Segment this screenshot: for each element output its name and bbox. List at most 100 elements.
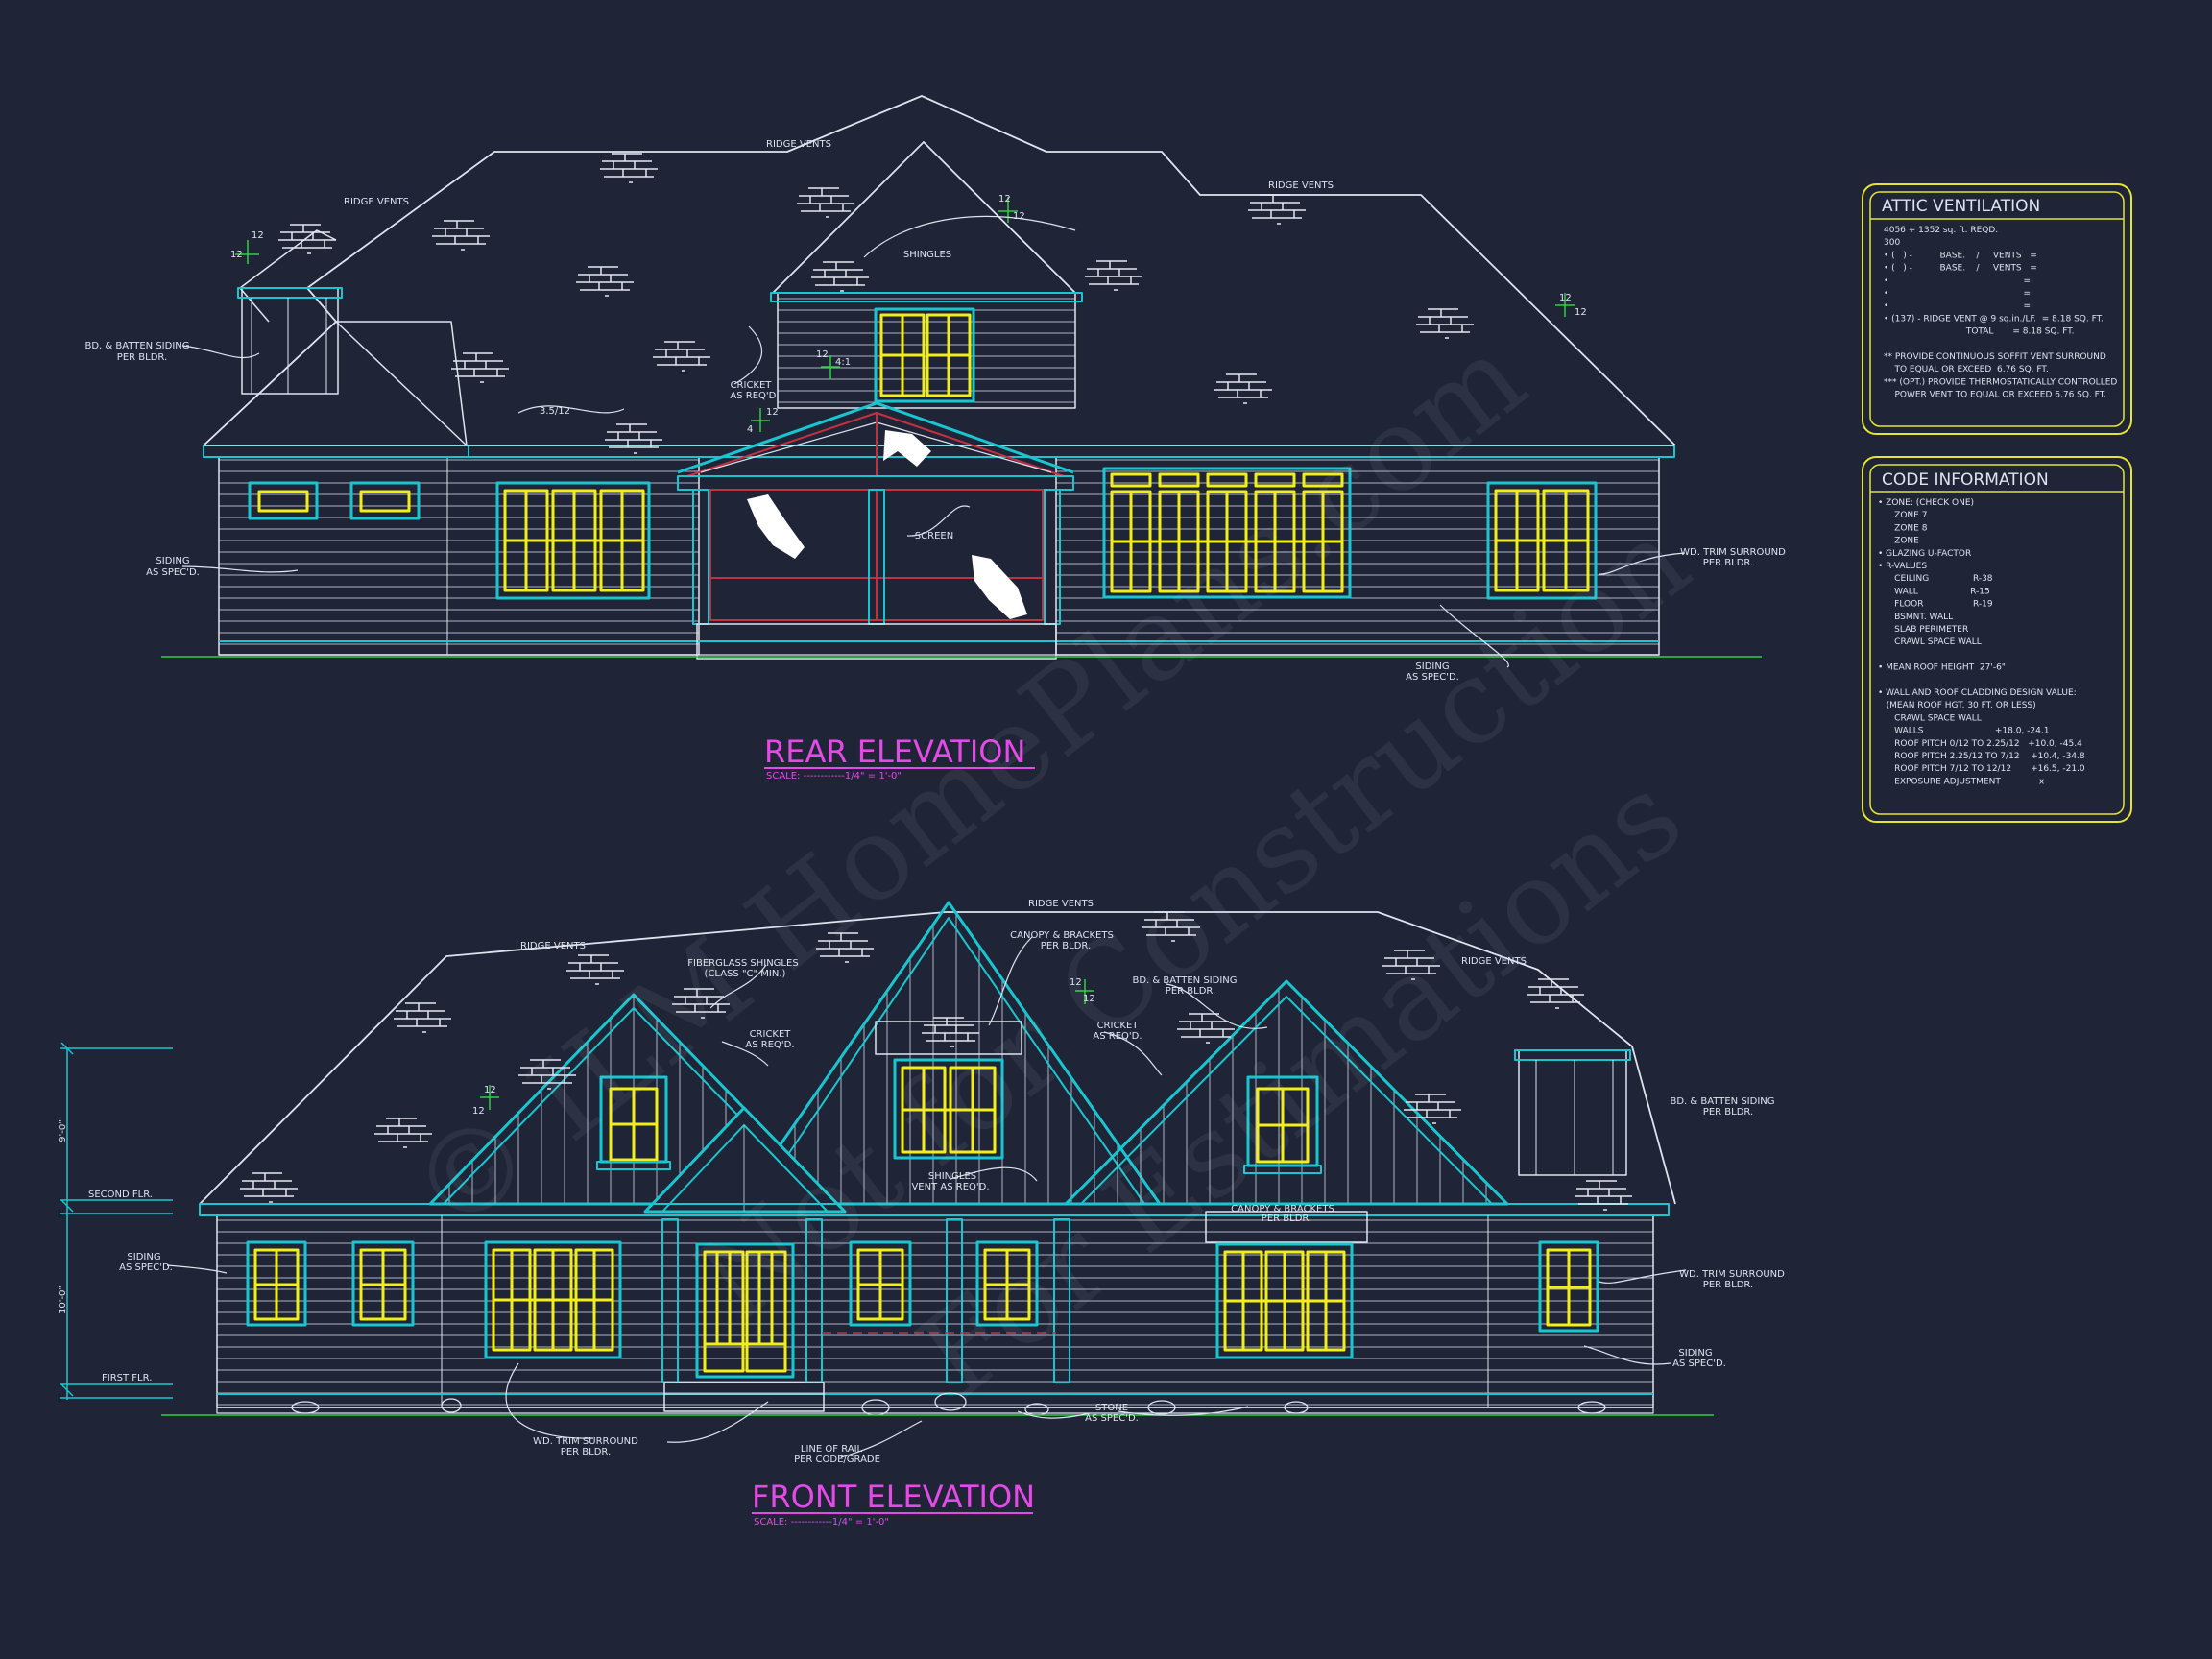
front-label-wd-trim-right-1: WD. TRIM SURROUND [1679,1269,1785,1280]
front-dim-10: 10'-0" [58,1286,68,1314]
attic-line: TO EQUAL OR EXCEED 6.76 SQ. FT. [1884,365,2049,374]
front-label-stone-1: STONE [1095,1403,1128,1413]
rear-window-center [1102,467,1352,599]
rear-pitch-4: 4 [747,424,753,435]
rear-pitch-12-d: 12 [1013,211,1025,222]
front-label-second-flr: SECOND FLR. [88,1190,153,1200]
code-line: • MEAN ROOF HEIGHT 27'-6" [1878,663,2006,673]
front-pitch-12-d: 12 [1083,994,1095,1004]
rear-elevation-scale: SCALE: ------------1/4" = 1'-0" [766,771,902,781]
rear-label-bd-batten-1: BD. & BATTEN SIDING [84,341,189,351]
front-label-canopy-top-1: CANOPY & BRACKETS [1010,930,1114,941]
attic-line: • = [1884,276,2031,286]
front-label-wd-trim-right-2: PER BLDR. [1703,1280,1753,1290]
attic-ventilation-title: ATTIC VENTILATION [1882,197,2040,216]
front-label-siding-right-1: SIDING [1678,1348,1712,1358]
front-label-stone-2: AS SPEC'D. [1085,1413,1139,1424]
rear-small-window-1 [248,481,319,520]
front-pitch-12-c: 12 [1070,977,1082,988]
code-line: CRAWL SPACE WALL [1878,637,1982,647]
front-wall [216,1214,1654,1408]
rear-label-ridge-vents-top: RIDGE VENTS [766,139,831,150]
rear-pitch-12-b: 12 [230,250,243,260]
attic-line: ** PROVIDE CONTINUOUS SOFFIT VENT SURROU… [1884,352,2106,362]
rear-label-cricket-2: AS REQ'D. [730,391,779,401]
attic-line: *** (OPT.) PROVIDE THERMOSTATICALLY CONT… [1884,377,2117,387]
rear-label-wd-trim-1: WD. TRIM SURROUND [1680,547,1786,558]
front-label-ridge-vents-top: RIDGE VENTS [1028,899,1094,909]
attic-line: • (137) - RIDGE VENT @ 9 sq.in./LF. = 8.… [1884,314,2104,324]
attic-line: • = [1884,289,2031,299]
front-label-bd-batten-right-1: BD. & BATTEN SIDING [1670,1096,1774,1107]
rear-pitch-12-f: 12 [1575,307,1587,318]
front-label-cricket-right-2: AS REQ'D. [1093,1031,1142,1042]
front-label-canopy-low-1: CANOPY & BRACKETS [1231,1204,1334,1214]
code-line: WALLS +18.0, -24.1 [1878,727,2049,736]
front-elevation: RIDGE VENTS RIDGE VENTS RIDGE VENTS FIBE… [58,899,1785,1527]
code-line: ZONE 7 [1878,511,1927,520]
front-label-wd-trim-bottom-1: WD. TRIM SURROUND [533,1436,638,1447]
rear-pitch-12-c: 12 [998,194,1011,204]
front-label-ridge-vents-left: RIDGE VENTS [520,941,586,951]
code-line: FLOOR R-19 [1878,600,1993,610]
front-label-cricket-left-2: AS REQ'D. [745,1040,794,1050]
code-line: • ZONE: (CHECK ONE) [1878,498,1974,508]
front-label-shingles-vent-1: SHINGLES [928,1171,976,1182]
rear-label-siding-right-2: AS SPEC'D. [1406,672,1459,683]
rear-label-cricket-1: CRICKET [731,380,773,391]
front-canopy-top [875,1021,1022,1055]
front-chimney [1518,1049,1627,1176]
front-label-cricket-right-1: CRICKET [1097,1021,1140,1031]
code-line: CRAWL SPACE WALL [1878,713,1982,723]
rear-pitch-41: 4:1 [835,357,851,368]
front-label-canopy-low-2: PER BLDR. [1262,1214,1311,1224]
front-label-line-rail-1: LINE OF RAIL [801,1444,863,1455]
rear-pitch-12-g: 12 [816,349,829,360]
code-line: WALL R-15 [1878,587,1990,596]
front-stone-base [216,1407,1654,1414]
front-porch-gable [643,1106,847,1214]
front-pitch-12-b: 12 [472,1106,485,1117]
rear-small-window-2 [349,481,421,520]
code-line: • GLAZING U-FACTOR [1878,549,1971,559]
rear-dormer-window [874,307,975,403]
rear-label-wd-trim-2: PER BLDR. [1703,558,1753,568]
front-label-cricket-left-1: CRICKET [750,1029,792,1040]
front-entry-door [695,1242,795,1379]
rear-wall-left [218,456,700,656]
rear-window-right [1486,481,1598,600]
front-label-ridge-vents-right: RIDGE VENTS [1461,956,1527,967]
code-line: • WALL AND ROOF CLADDING DESIGN VALUE: [1878,688,2077,698]
code-information-panel: CODE INFORMATION • ZONE: (CHECK ONE) ZON… [1862,456,2132,823]
front-gable-window-center [893,1058,1004,1160]
attic-line: 4056 ÷ 1352 sq. ft. REQD. [1884,226,1998,235]
code-line: BSMNT. WALL [1878,613,1953,622]
rear-elevation-title: REAR ELEVATION [764,733,1025,770]
code-line: ROOF PITCH 2.25/12 TO 7/12 +10.4, -34.8 [1878,752,2085,761]
code-line: • R-VALUES [1878,562,1927,571]
front-canopy-low [1205,1211,1368,1243]
rear-label-siding-left-1: SIDING [156,556,189,566]
code-line: SLAB PERIMETER [1878,625,1968,635]
front-label-bd-batten-right-2: PER BLDR. [1703,1107,1753,1118]
rear-label-pitch: 3.5/12 [540,406,570,417]
front-label-fiberglass-2: (CLASS "C" MIN.) [705,969,786,979]
front-label-siding-right-2: AS SPEC'D. [1672,1358,1726,1369]
code-line: ZONE 8 [1878,523,1928,533]
front-label-fiberglass-1: FIBERGLASS SHINGLES [687,958,798,969]
front-label-first-flr: FIRST FLR. [102,1373,152,1383]
attic-line: 300 [1884,238,1900,248]
rear-label-ridge-vents-right: RIDGE VENTS [1268,180,1334,191]
code-line: ROOF PITCH 0/12 TO 2.25/12 +10.0, -45.4 [1878,739,2082,749]
front-label-siding-left-1: SIDING [127,1252,160,1262]
front-elevation-title: FRONT ELEVATION [752,1479,1035,1515]
front-dim-9: 9'-0" [58,1119,68,1142]
front-label-wd-trim-bottom-2: PER BLDR. [561,1447,611,1457]
front-label-siding-left-2: AS SPEC'D. [119,1262,173,1273]
front-window-left [484,1240,622,1359]
rear-pitch-12-e: 12 [1559,293,1572,303]
front-roof-outline [199,911,1676,1205]
rear-label-ridge-vents-left: RIDGE VENTS [344,197,409,207]
rear-chimney [241,287,339,395]
